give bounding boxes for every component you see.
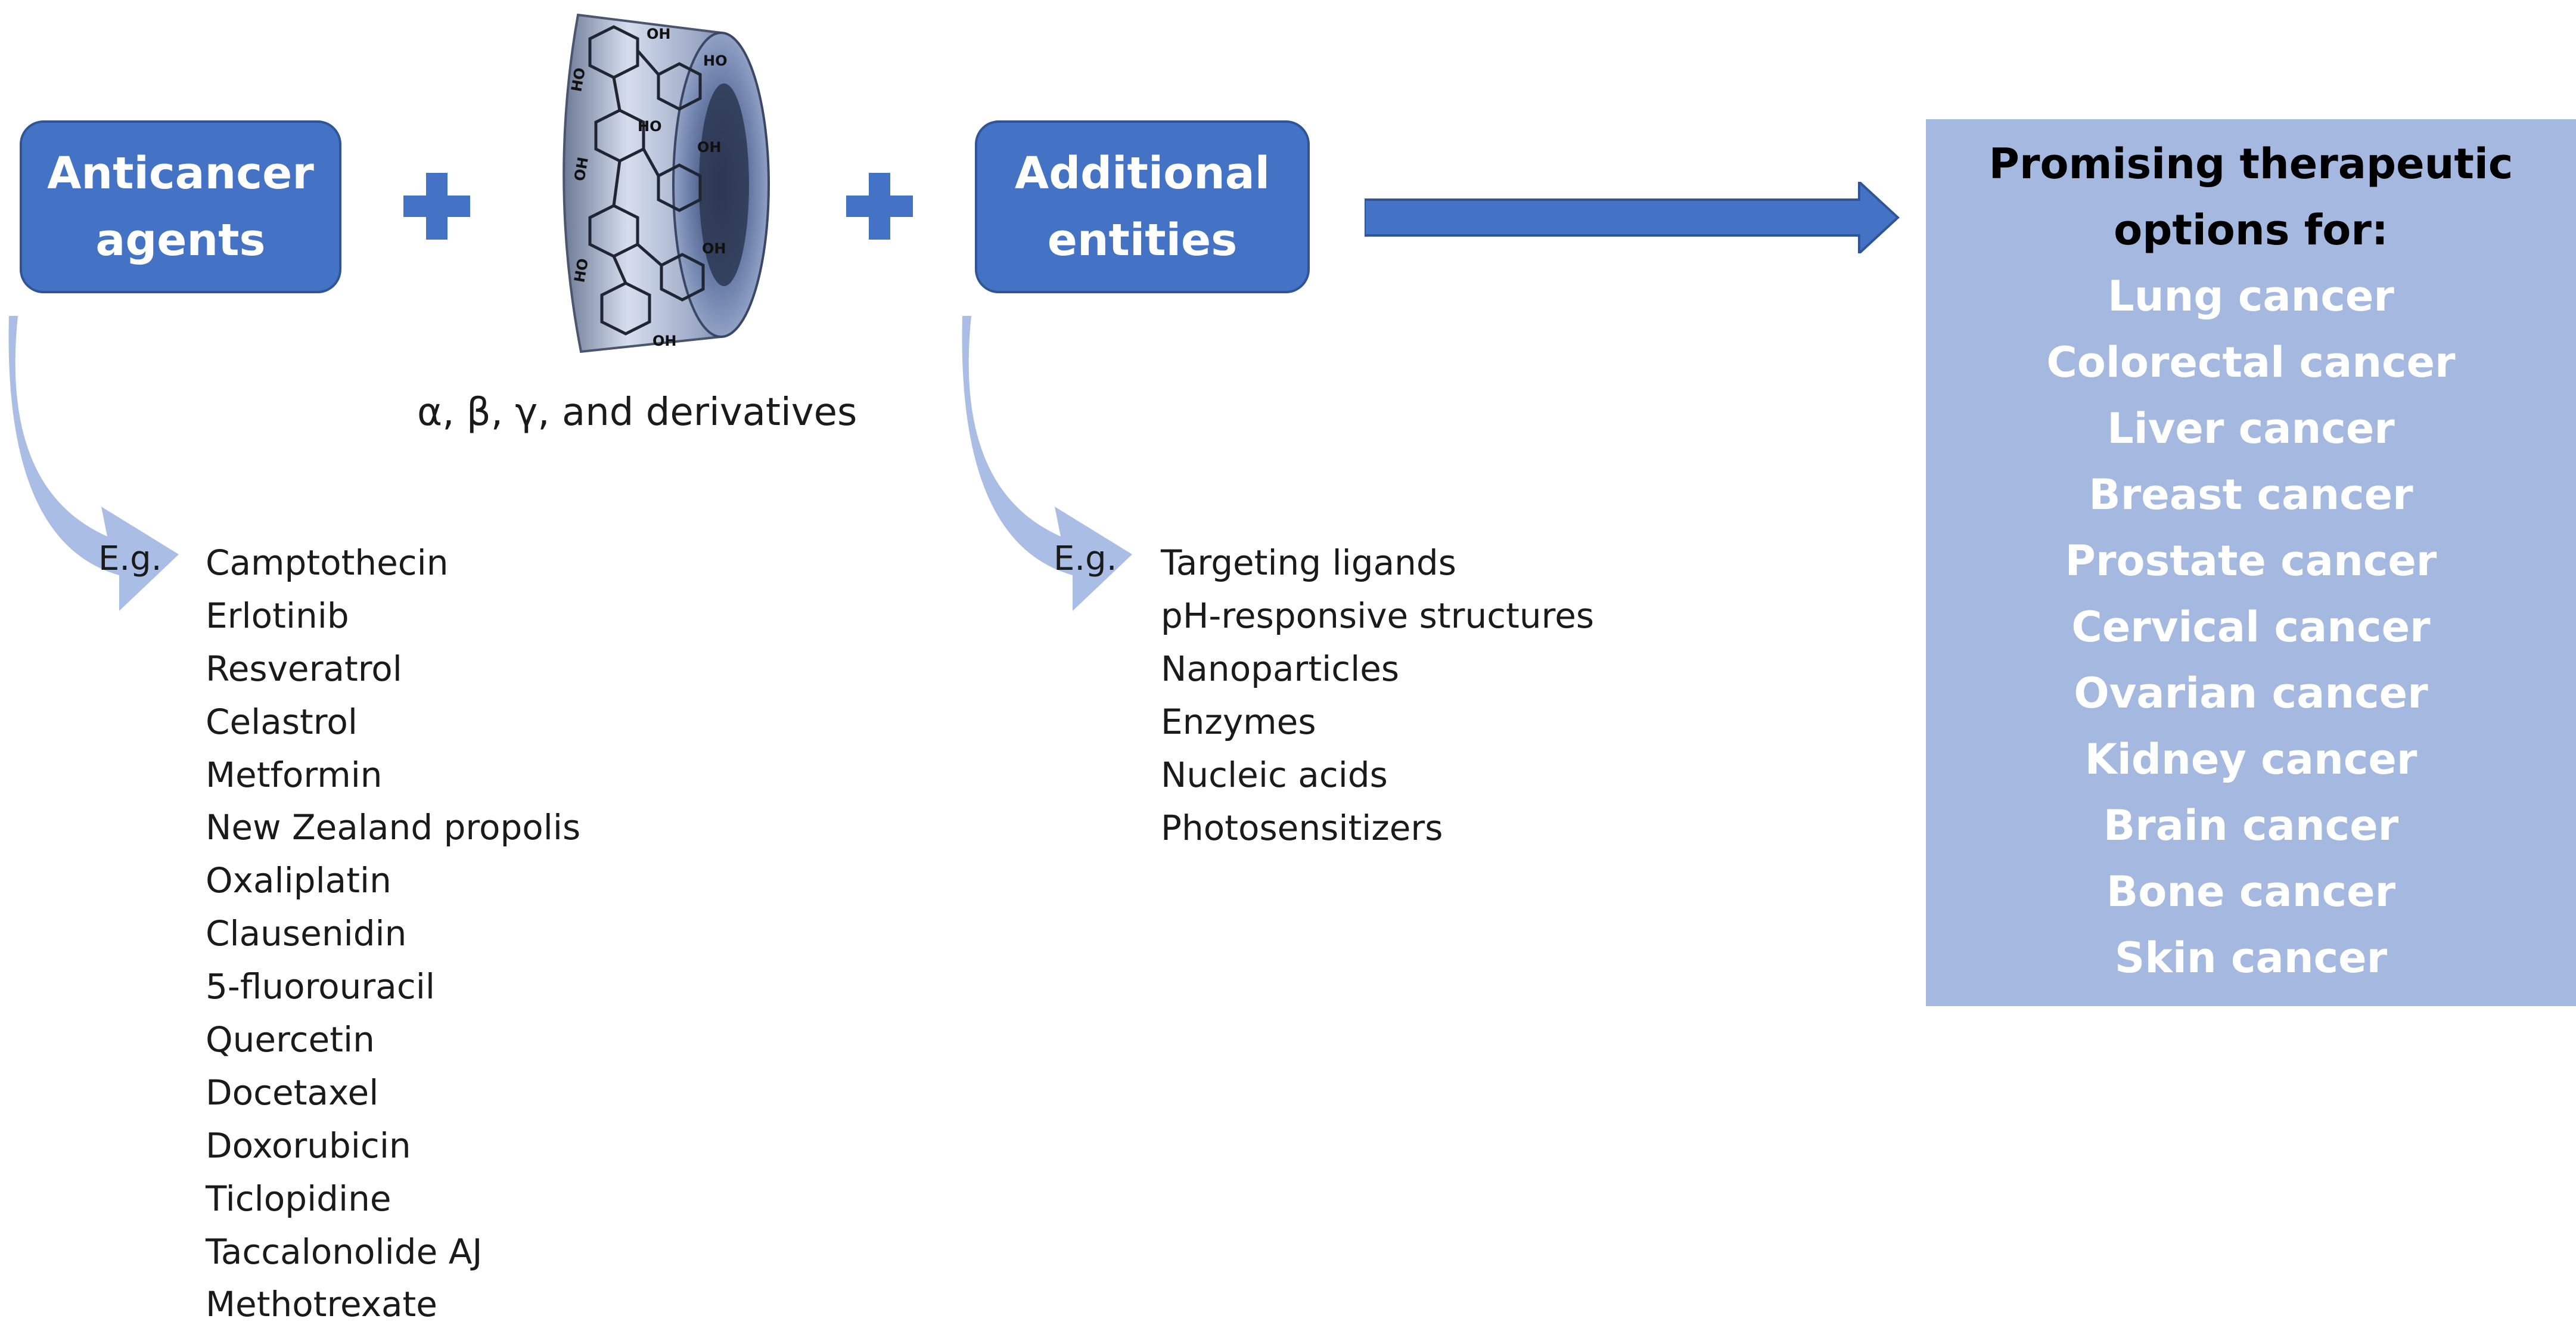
list-item: Enzymes [1161,702,1316,742]
cancer-item: Colorectal cancer [2046,338,2456,387]
list-item: Taccalonolide AJ [206,1231,483,1272]
eg-label: E.g. [1054,539,1117,578]
anticancer-agents-line2: agents [95,215,266,266]
anticancer-agents-line1: Anticancer [47,148,314,199]
list-item: Nanoparticles [1161,649,1400,689]
plus-icon [403,173,470,240]
cancer-item: Kidney cancer [2084,735,2417,784]
list-item: Photosensitizers [1161,808,1443,848]
molecule-label: HO [703,52,728,69]
list-item: Celastrol [206,701,358,742]
molecule-label: OH [647,26,671,42]
list-item: Oxaliplatin [206,860,391,901]
cancer-item: Ovarian cancer [2074,669,2428,718]
therapeutic-options-box: Promising therapeutic options for: Lung … [1926,119,2576,1006]
title-line: options for: [2114,206,2388,255]
cancer-item: Brain cancer [2103,801,2399,850]
right-arrow-icon [1365,182,1900,253]
additional-entities-line1: Additional [1014,148,1270,199]
list-item: Targeting ligands [1161,542,1456,583]
anticancer-examples-list: Camptothecin Erlotinib Resveratrol Celas… [206,536,580,1331]
cancer-item: Bone cancer [2106,867,2396,916]
list-item: 5-fluorouracil [206,966,435,1007]
molecule-label: OH [571,156,592,182]
molecule-label: HO [571,257,592,284]
list-item: Quercetin [206,1019,375,1060]
cyclodextrin-caption: α, β, γ, and derivatives [417,390,857,435]
list-item: New Zealand propolis [206,807,581,848]
list-item: Nucleic acids [1161,755,1388,795]
cyclodextrin-cone-icon: HO OH OH HO OH HO OH OH HO [563,13,770,353]
curved-arrow-icon [8,316,179,611]
molecule-label: HO [568,66,589,93]
molecule-label: OH [652,333,677,349]
additional-entities-line2: entities [1047,215,1238,266]
molecule-label: HO [638,118,662,135]
cancer-item: Skin cancer [2114,933,2388,982]
cancer-item: Breast cancer [2089,470,2413,519]
list-item: Resveratrol [206,648,402,689]
list-item: Clausenidin [206,913,407,954]
cancer-item: Cervical cancer [2071,603,2431,651]
anticancer-agents-box: Anticancer agents [20,120,341,293]
title-line: Promising therapeutic [1988,139,2513,188]
list-item: Metformin [206,754,383,795]
list-item: Erlotinib [206,595,349,636]
list-item: Docetaxel [206,1072,379,1113]
therapeutic-options-title: Promising therapeutic options for: [1926,119,2576,263]
cancer-item: Lung cancer [2108,272,2394,321]
list-item: Camptothecin [206,542,449,583]
additional-entities-box: Additional entities [975,120,1310,293]
list-item: pH-responsive structures [1161,595,1595,636]
curved-arrow-icon [962,316,1132,611]
molecule-label: OH [697,139,722,156]
list-item: Methotrexate [206,1284,437,1325]
list-item: Doxorubicin [206,1125,411,1166]
plus-icon [846,173,913,240]
entity-examples-list: Targeting ligands pH-responsive structur… [1161,536,1594,855]
cancer-list: Lung cancer Colorectal cancer Liver canc… [1926,263,2576,991]
list-item: Ticlopidine [206,1178,391,1219]
eg-label: E.g. [98,539,162,578]
cancer-item: Prostate cancer [2065,536,2437,585]
cancer-item: Liver cancer [2107,404,2395,453]
molecule-label: OH [702,240,726,257]
